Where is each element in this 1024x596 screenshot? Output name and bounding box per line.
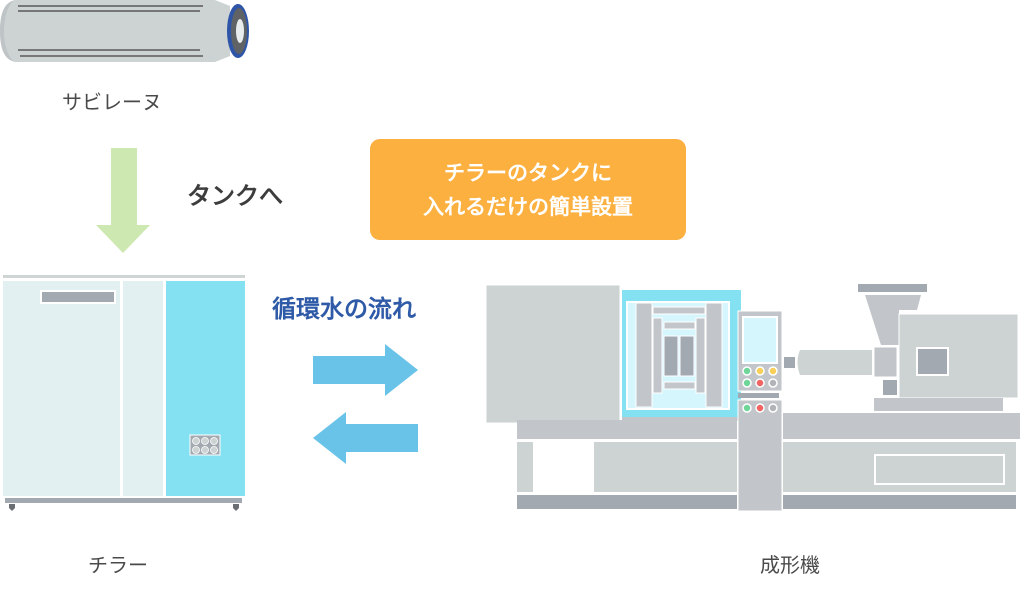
callout-line-1: チラーのタンクに (444, 160, 612, 185)
circulation-label: 循環水の流れ (272, 295, 416, 323)
callout-line-2: 入れるだけの簡単設置 (423, 194, 633, 219)
chiller-label: チラー (88, 553, 148, 577)
filter-cartridge-icon (0, 0, 249, 62)
left-arrow-icon (313, 412, 418, 464)
callout-box: チラーのタンクに 入れるだけの簡単設置 (370, 139, 686, 240)
to-tank-label: タンクへ (187, 182, 283, 210)
filter-label: サビレーヌ (62, 90, 162, 114)
right-arrow-icon (313, 344, 418, 396)
down-arrow-icon (96, 148, 150, 253)
molding-machine-label: 成形機 (760, 553, 820, 577)
chiller-illustration (3, 275, 245, 511)
molding-machine-illustration (485, 284, 1020, 512)
